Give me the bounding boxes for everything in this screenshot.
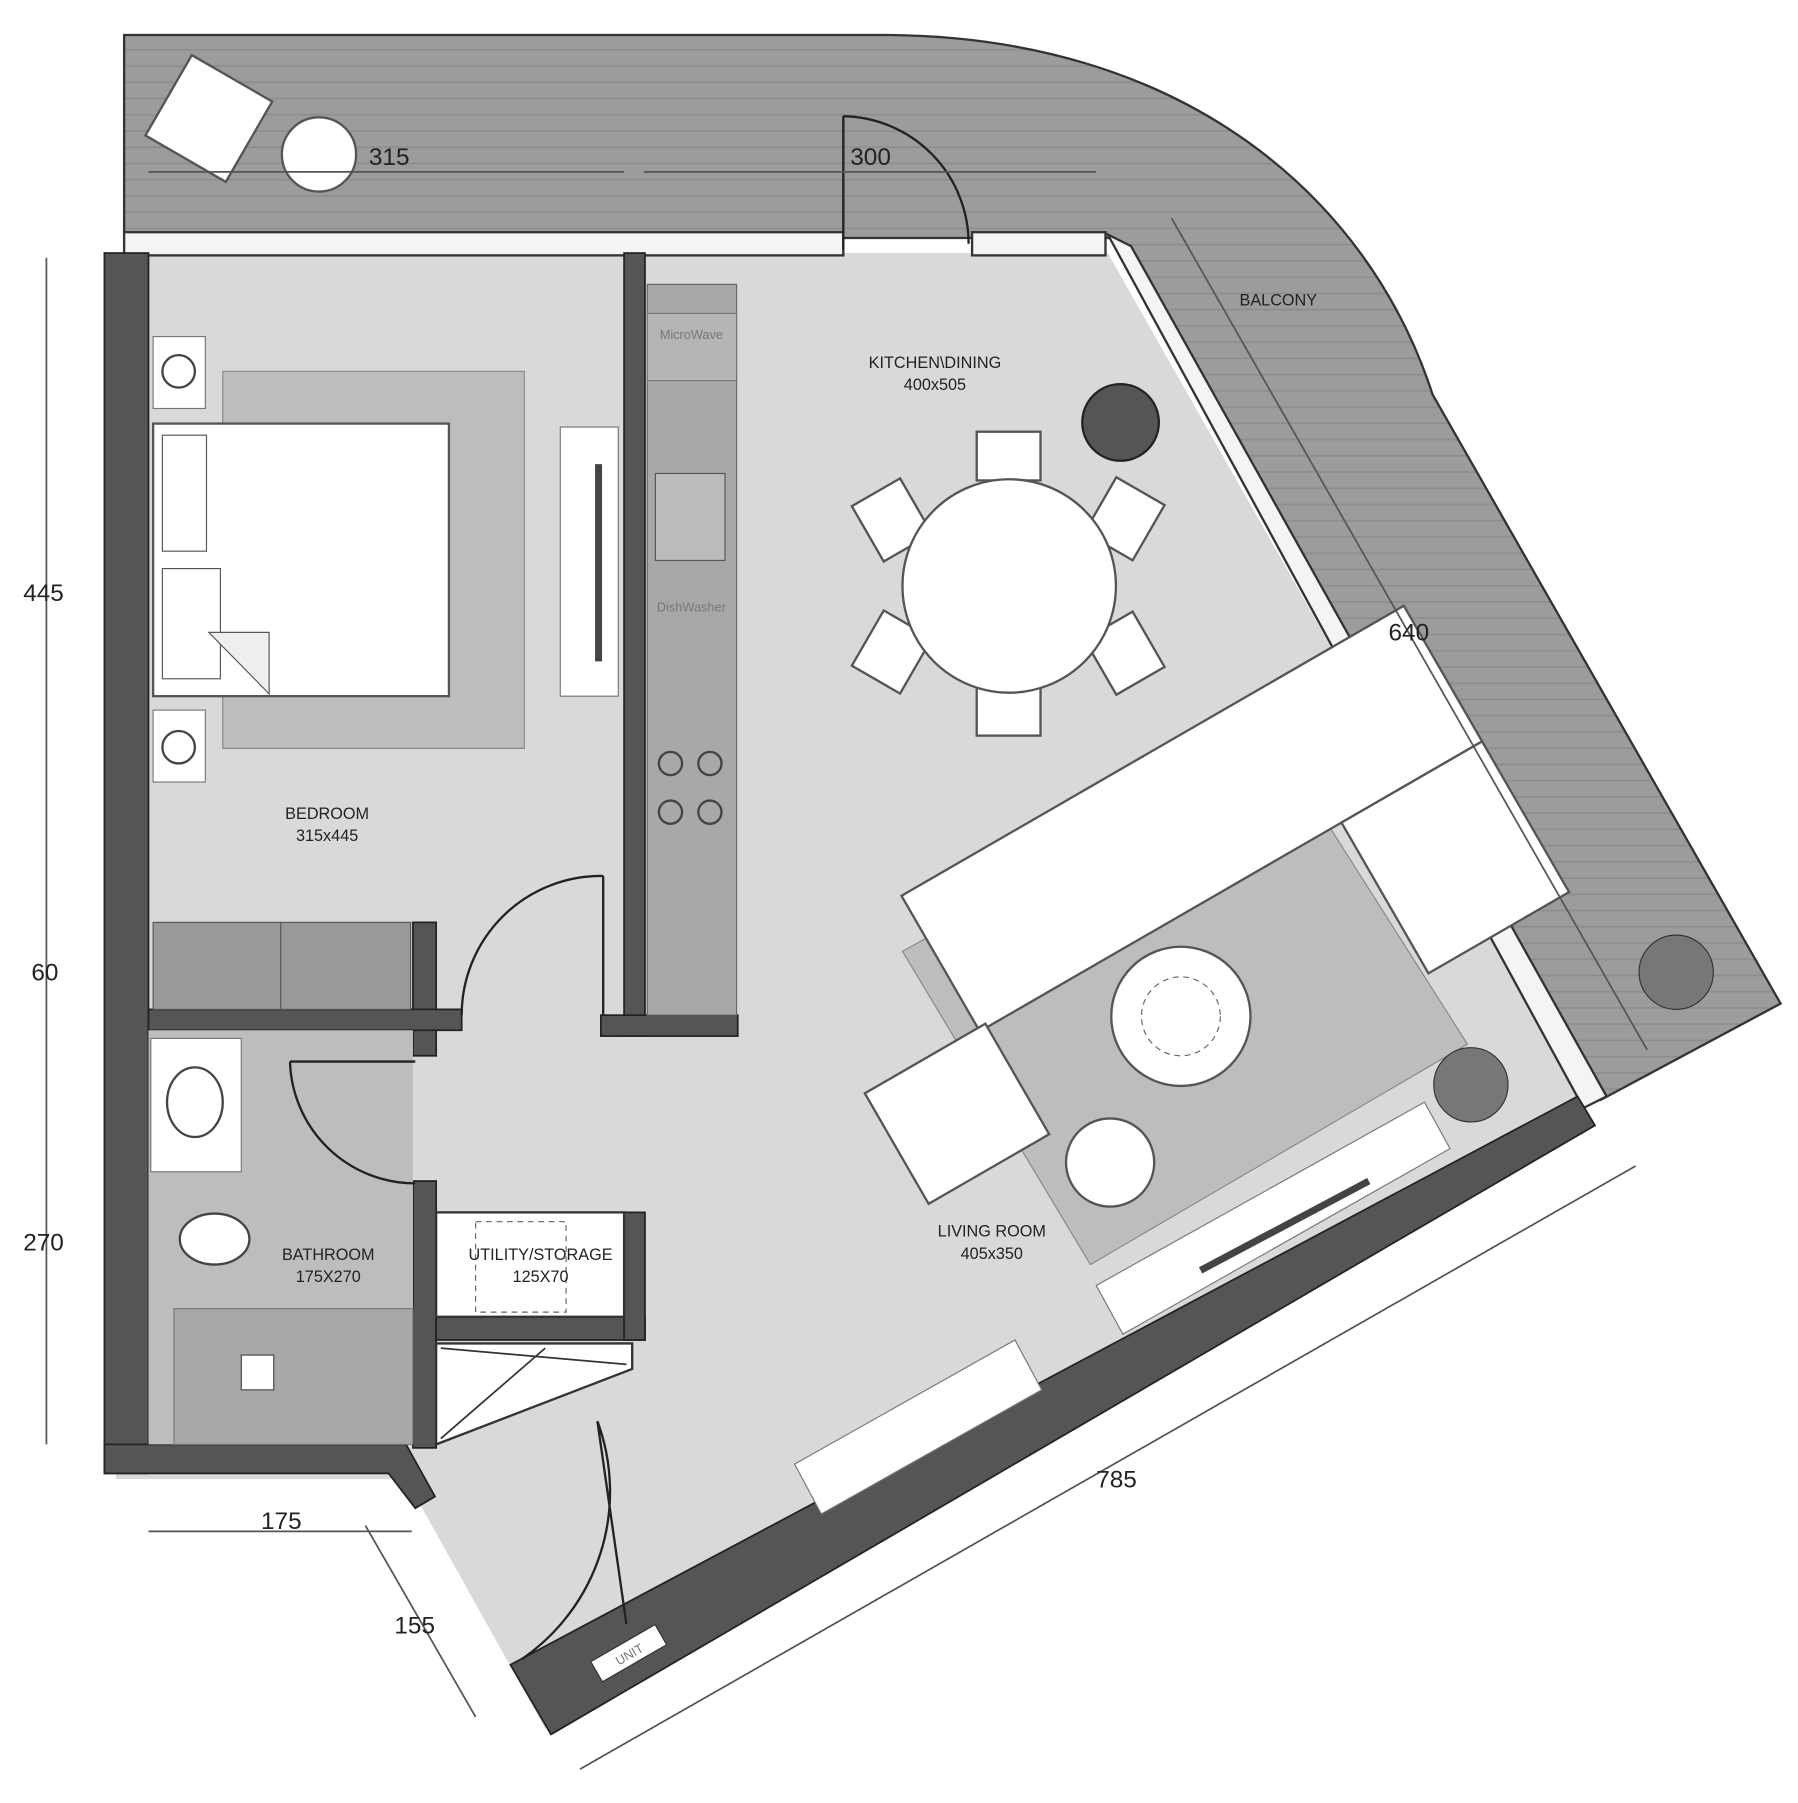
unit-panel: UNIT [589,1623,668,1683]
side-table [280,116,358,193]
utility-room [435,1211,626,1318]
shower-drain [240,1354,275,1391]
wardrobe [152,921,412,1010]
hob-burner [697,799,723,825]
dim-balcony: 640 [1389,620,1430,647]
door-swings [288,115,970,1660]
dim-diagonal: 785 [1096,1466,1137,1493]
dining-table [901,478,1118,694]
microwave [646,312,738,382]
console [793,1339,1043,1515]
armchair [863,1022,1051,1206]
nightstand [152,709,206,783]
dim-top-left: 315 [369,144,410,171]
sofa [899,604,1571,1033]
living-label: LIVING ROOM [938,1223,1046,1241]
dim-top-right: 300 [850,144,891,171]
utility-size: 125X70 [513,1268,569,1286]
coffee-table-inner [1140,976,1221,1057]
shaft [434,1342,634,1447]
tv-unit [1095,1101,1451,1335]
dim-left-wardrobe: 60 [31,959,58,986]
toilet-icon [178,1212,251,1266]
top-window-wall-right [970,231,1107,257]
kitchen-size: 400x505 [904,376,966,394]
bedroom-size: 315x445 [296,827,358,845]
hob-burner [657,799,684,825]
dim-entrance: 155 [394,1612,435,1639]
plant-icon [1638,934,1714,1010]
utility-label: UTILITY/STORAGE [469,1246,613,1264]
pillow [161,568,221,680]
kitchen-label: KITCHEN\DINING [869,354,1002,372]
kitchen-counter [646,283,738,1016]
kitchen-sink [654,472,726,562]
living-size: 405x350 [961,1245,1023,1263]
dishwasher-label: DishWasher [657,600,727,615]
plant-pot [1081,382,1160,462]
dim-left-bathroom: 270 [23,1230,64,1257]
bedroom-label: BEDROOM [285,805,369,823]
nightstand [152,336,206,410]
water-heater [475,1221,567,1313]
plant-icon [1433,1047,1509,1123]
bathroom-label: BATHROOM [282,1246,375,1264]
hob-burner [657,750,684,777]
balcony-label: BALCONY [1240,291,1318,309]
tv-icon [1198,1177,1371,1274]
walls [103,252,1597,1736]
bed-fold [207,631,270,696]
balcony-area [122,33,1783,1102]
pillow [161,434,208,552]
lamp-icon [161,353,197,389]
top-window-wall [122,231,845,257]
shower-tray [173,1308,414,1445]
sink-icon [165,1066,224,1139]
dim-bottom-bathroom: 175 [261,1508,302,1535]
lamp-icon [161,729,197,765]
bathroom-size: 175X270 [296,1268,361,1286]
lounge-chair [143,53,274,184]
hob-burner [697,750,723,777]
coffee-table [1110,945,1252,1088]
dim-left-bedroom: 445 [23,580,64,607]
tv-console [559,426,619,697]
dimension-lines [45,170,1648,1770]
shaft-cross [440,1347,627,1440]
microwave-label: MicroWave [660,327,723,342]
ottoman [1064,1117,1156,1208]
